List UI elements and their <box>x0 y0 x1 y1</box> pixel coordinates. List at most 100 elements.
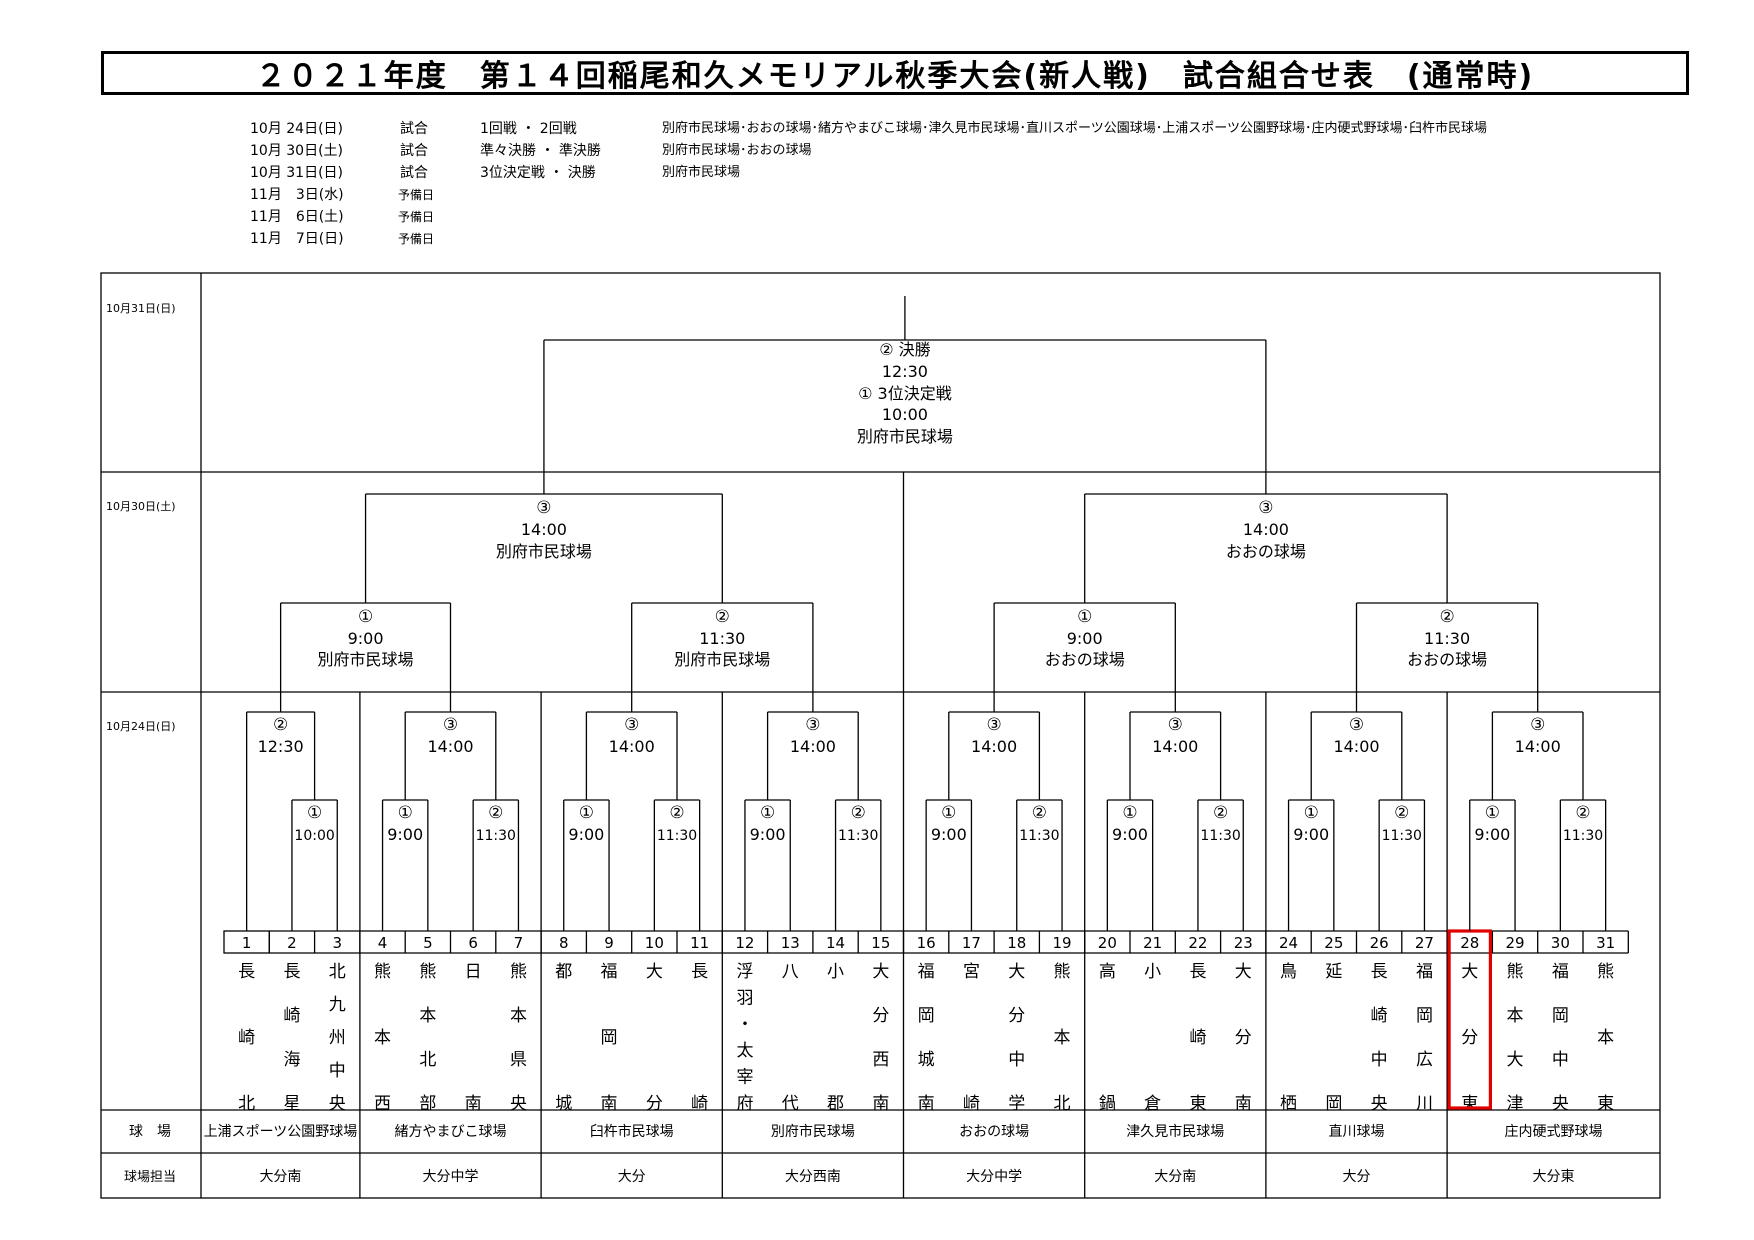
team-name-char: 北 <box>329 962 346 982</box>
match-time: 9:00 <box>1112 825 1148 844</box>
team-name-char: 学 <box>1008 1094 1025 1114</box>
team-name-char: 本 <box>1507 1006 1524 1026</box>
schedule-date: 11月 7日(日) <box>250 231 344 247</box>
match-number: ③ <box>986 715 1001 735</box>
match-time: 14:00 <box>1515 737 1561 756</box>
team-name-char: 大 <box>872 962 889 982</box>
match-number: ① <box>1077 607 1092 627</box>
match-time: 9:00 <box>387 825 423 844</box>
team-name-char: 倉 <box>1144 1094 1161 1114</box>
match-number: ① <box>760 803 775 823</box>
team-name-char: 福 <box>601 962 618 982</box>
match-time: 9:00 <box>1293 825 1329 844</box>
team-name-char: 大 <box>1507 1050 1524 1070</box>
match-number: ③ <box>1168 715 1183 735</box>
team-name-char: 小 <box>1144 962 1161 982</box>
team-name-char: 熊 <box>1597 962 1614 982</box>
team-name-char: 分 <box>1008 1006 1025 1026</box>
match-number: ② <box>273 715 288 735</box>
schedule-kind: 試合 <box>400 143 428 159</box>
match-time: 11:30 <box>1019 828 1059 844</box>
match-number: ② <box>1575 803 1590 823</box>
team-number: 26 <box>1370 934 1389 952</box>
match-time: 9:00 <box>931 825 967 844</box>
team-number: 2 <box>287 934 297 952</box>
team-name-char: 分 <box>1461 1028 1478 1048</box>
team-name-char: 長 <box>1189 962 1206 982</box>
match-number: ① <box>1485 803 1500 823</box>
match-time: 11:30 <box>699 629 745 648</box>
team-name-char: ・ <box>736 1015 753 1035</box>
team-name-char: 本 <box>510 1006 527 1026</box>
match-number: ③ <box>443 715 458 735</box>
venue-manager: 大分南 <box>259 1169 301 1185</box>
team-name-char: 北 <box>419 1050 436 1070</box>
venue-name: 津久見市民球場 <box>1126 1123 1224 1140</box>
bracket-frame <box>100 272 1661 1199</box>
match-time: 14:00 <box>1333 737 1379 756</box>
schedule-round: 1回戦 ・ 2回戦 <box>480 121 577 137</box>
venue-name: 庄内硬式野球場 <box>1505 1123 1603 1140</box>
team-name-char: 熊 <box>1054 962 1071 982</box>
venue-name: おおの球場 <box>959 1124 1029 1140</box>
venue-name: 直川球場 <box>1329 1123 1385 1140</box>
team-name-char: 州 <box>329 1028 346 1048</box>
match-time: 14:00 <box>521 520 567 539</box>
team-number: 8 <box>559 934 569 952</box>
schedule-round: 3位決定戦 ・ 決勝 <box>480 165 596 181</box>
match-time: 9:00 <box>568 825 604 844</box>
team-number: 23 <box>1234 934 1253 952</box>
team-name-char: 星 <box>283 1094 300 1114</box>
team-name-char: 中 <box>329 1061 346 1081</box>
team-name-char: 熊 <box>510 962 527 982</box>
team-name-char: 長 <box>238 962 255 982</box>
team-name-char: 崎 <box>283 1006 300 1026</box>
row-date-30: 10月30日(土) <box>106 500 176 513</box>
team-name-char: 熊 <box>1507 962 1524 982</box>
team-name-char: 本 <box>1597 1028 1614 1048</box>
schedule-date: 11月 3日(水) <box>250 187 344 203</box>
team-name-char: 部 <box>419 1094 436 1114</box>
team-number: 5 <box>423 934 433 952</box>
team-name-char: 福 <box>1416 962 1433 982</box>
team-name-char: 岡 <box>601 1028 618 1048</box>
team-number: 16 <box>917 934 936 952</box>
final-info: 10:00 <box>882 405 928 424</box>
team-name-char: 延 <box>1325 962 1342 982</box>
match-time: 11:30 <box>1563 828 1603 844</box>
team-name-char: 岡 <box>1552 1006 1569 1026</box>
match-time: 9:00 <box>348 629 384 648</box>
team-number: 3 <box>332 934 342 952</box>
team-number: 27 <box>1415 934 1434 952</box>
team-name-char: 栖 <box>1280 1094 1297 1114</box>
venue-manager: 大分 <box>1343 1169 1371 1185</box>
schedule-round: 準々決勝 ・ 準決勝 <box>480 143 601 159</box>
team-name-char: 鍋 <box>1099 1094 1116 1114</box>
team-number: 17 <box>962 934 981 952</box>
team-name-char: 本 <box>419 1006 436 1026</box>
team-name-char: 東 <box>1461 1094 1478 1114</box>
team-name-char: 崎 <box>1189 1028 1206 1048</box>
team-name-char: 北 <box>1054 1094 1071 1114</box>
team-name-char: 大 <box>1008 962 1025 982</box>
match-time: 9:00 <box>750 825 786 844</box>
venue-name: 別府市民球場 <box>771 1123 855 1140</box>
team-number: 28 <box>1460 934 1479 952</box>
team-number: 24 <box>1279 934 1298 952</box>
team-name-char: 中 <box>1552 1050 1569 1070</box>
match-number: ③ <box>1349 715 1364 735</box>
team-name-char: 小 <box>827 962 844 982</box>
match-time: 9:00 <box>1474 825 1510 844</box>
row-date-31: 10月31日(日) <box>106 302 176 315</box>
team-name-char: 南 <box>601 1094 618 1114</box>
match-number: ② <box>1213 803 1228 823</box>
team-name-char: 長 <box>691 962 708 982</box>
schedule-kind: 予備日 <box>398 232 435 246</box>
team-name-char: 府 <box>736 1094 753 1114</box>
venue-manager: 大分中学 <box>423 1169 479 1185</box>
team-name-char: 南 <box>872 1094 889 1114</box>
match-venue: おおの球場 <box>1407 650 1487 669</box>
team-name-char: 崎 <box>238 1028 255 1048</box>
team-name-char: 太 <box>736 1041 753 1061</box>
team-name-char: 海 <box>283 1050 300 1070</box>
